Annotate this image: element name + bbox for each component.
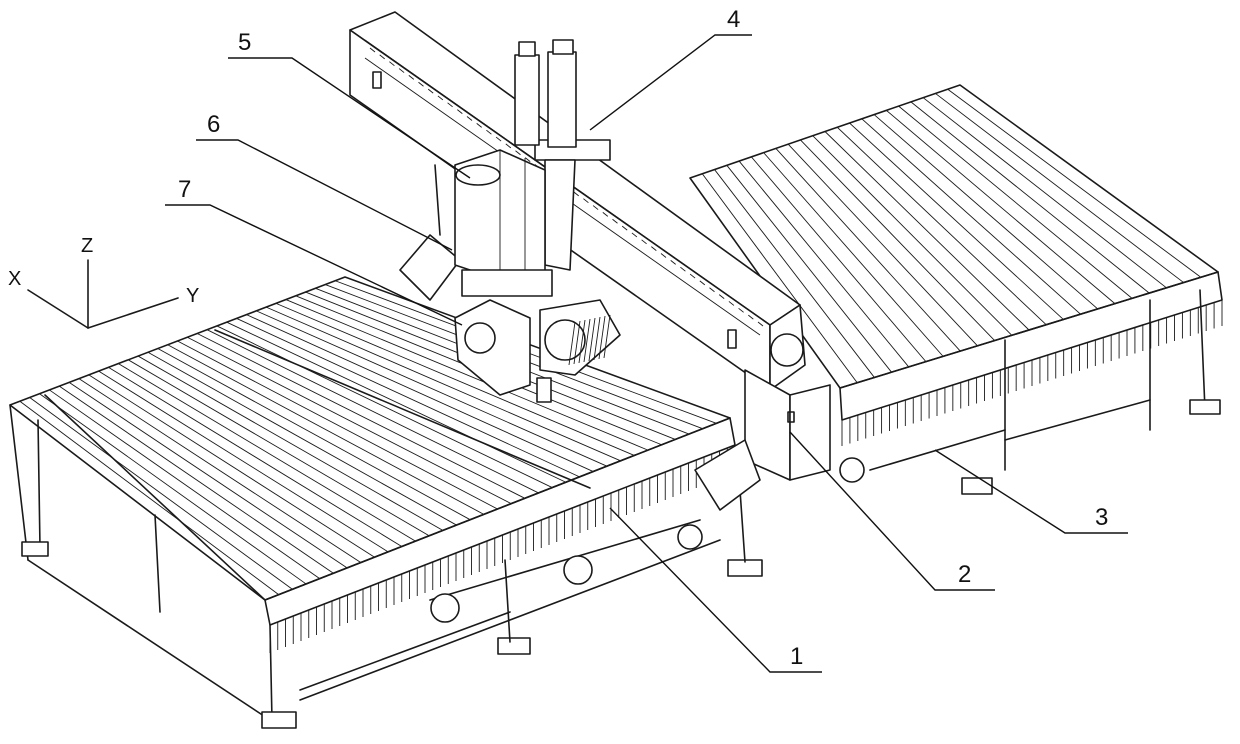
axis-indicator: X Z Y xyxy=(8,235,199,329)
carriage xyxy=(514,39,611,271)
callout-labels: 5 6 7 4 2 3 1 xyxy=(178,6,1108,670)
axis-y-label: Y xyxy=(186,285,199,307)
axis-x-label: X xyxy=(8,268,21,290)
callout-2: 2 xyxy=(958,561,971,588)
callout-7: 7 xyxy=(178,176,191,203)
callout-3: 3 xyxy=(1095,504,1108,531)
spindle-motor xyxy=(454,149,553,297)
callout-5: 5 xyxy=(238,29,251,56)
axis-z-label: Z xyxy=(81,235,93,257)
callout-4: 4 xyxy=(727,6,740,33)
swivel-head xyxy=(454,299,621,403)
callout-6: 6 xyxy=(207,111,220,138)
callout-1: 1 xyxy=(790,643,803,670)
right-worktable xyxy=(689,84,1223,495)
callout-leaders xyxy=(165,34,1128,673)
